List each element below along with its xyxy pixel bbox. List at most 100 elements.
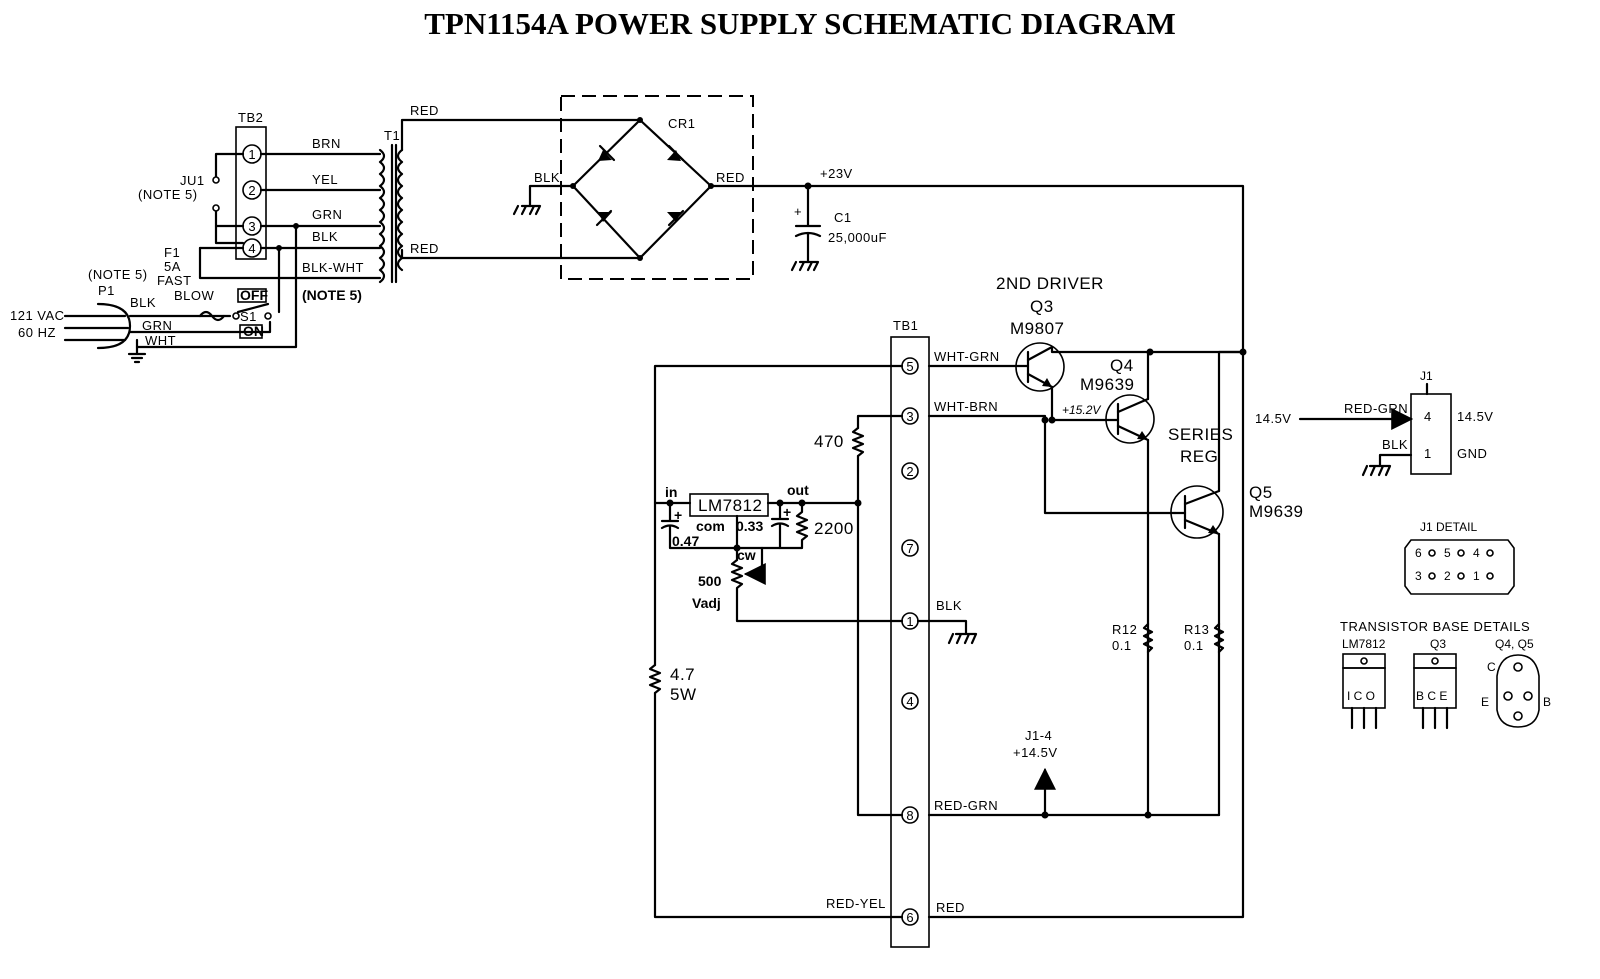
ground-symbol: [512, 204, 542, 216]
q5-part: M9639: [1249, 502, 1303, 521]
r-load-value: 4.7: [670, 665, 695, 684]
tb1-wire-blk: BLK: [936, 598, 962, 613]
j1-detail-pin-5: 5: [1444, 546, 1451, 560]
rectifier-left-wire: BLK: [534, 170, 560, 185]
svg-text:4: 4: [248, 241, 255, 256]
tb1-pin-8: 8: [901, 806, 919, 824]
wire-blk-wht: [198, 246, 382, 280]
page-title: TPN1154A POWER SUPPLY SCHEMATIC DIAGRAM: [424, 6, 1176, 41]
cap-in-plus: +: [674, 507, 682, 523]
cap-in-value: 0.47: [672, 533, 699, 549]
plug-note: (NOTE 5): [88, 267, 148, 282]
pot-label: Vadj: [692, 595, 721, 611]
j1-detail-pin-4: 4: [1473, 546, 1480, 560]
transformer-top-wire: RED: [410, 103, 439, 118]
jumper-label: JU1: [180, 173, 205, 188]
tb1-pin-2: 2: [901, 462, 919, 480]
resistor-4-7: [648, 663, 662, 695]
svg-text:2: 2: [248, 183, 255, 198]
transformer-label: T1: [384, 128, 400, 143]
wire-red-return: [927, 350, 1245, 919]
capacitor-name: C1: [834, 210, 852, 225]
base-lm7812-pins: I C O: [1347, 689, 1375, 703]
base-lm7812-package: [1342, 653, 1386, 730]
resistor-r13: [1213, 622, 1225, 654]
r-out-value: 2200: [814, 519, 854, 538]
fuse-f1: [198, 310, 226, 322]
tb2-terminal-board: [235, 126, 267, 260]
transformer-bottom-wire: RED: [410, 241, 439, 256]
base-q3-package: [1413, 653, 1457, 730]
svg-text:8: 8: [906, 808, 913, 823]
q4-voltage: +15.2V: [1062, 403, 1101, 417]
j1-name: J1: [1420, 369, 1433, 383]
bridge-rectifier-cr1: [512, 95, 754, 280]
svg-text:3: 3: [248, 219, 255, 234]
svg-text:3: 3: [906, 409, 913, 424]
base-q45-c: C: [1487, 660, 1496, 674]
transistor-q4: [1050, 350, 1155, 817]
tb1-wire-wht-grn: WHT-GRN: [934, 349, 1000, 364]
q3-part: M9807: [1010, 319, 1064, 338]
tb1-pin-1: 1: [901, 612, 919, 630]
supply-voltage: +23V: [820, 166, 853, 181]
wire-label-yel: YEL: [312, 172, 338, 187]
connector-j1: 4 1: [1298, 382, 1452, 477]
tb2-pin-4: 4: [242, 238, 262, 258]
pot-cw: cw: [737, 547, 756, 563]
plug-label: P1: [98, 283, 115, 298]
svg-text:4: 4: [906, 694, 913, 709]
wire-label-in-grn: GRN: [142, 318, 172, 333]
input-frequency: 60 HZ: [18, 325, 56, 340]
jumper-ju1: [212, 152, 245, 245]
tb1-pin-7: 7: [901, 539, 919, 557]
q5-role-2: REG: [1180, 447, 1218, 466]
q4-part: M9639: [1080, 375, 1134, 394]
q5-role-1: SERIES: [1168, 425, 1233, 444]
bus-plus-23v: [709, 184, 1245, 354]
wire-label-in-wht: WHT: [145, 333, 176, 348]
fuse-type-2: BLOW: [174, 288, 215, 303]
j1-detail-pin-2: 2: [1444, 569, 1451, 583]
regulator-out: out: [787, 482, 809, 498]
tb1-pin-5: 5: [901, 357, 919, 375]
j1-wire-blk: BLK: [1382, 437, 1408, 452]
base-q3-pins: B C E: [1416, 689, 1447, 703]
switch-on-label: ON: [243, 323, 264, 339]
regulator-com: com: [696, 518, 725, 534]
resistor-470: [851, 426, 865, 458]
capacitor-value: 25,000uF: [828, 230, 887, 245]
regulator-in: in: [665, 484, 677, 500]
j1-out-14-5v: 14.5V: [1457, 409, 1493, 424]
j1-detail-pin-3: 3: [1415, 569, 1422, 583]
tb1-pin-6: 6: [901, 908, 919, 926]
resistor-2200: [735, 501, 809, 550]
jumper-note: (NOTE 5): [138, 187, 198, 202]
tb1-wire-red-grn: RED-GRN: [934, 798, 998, 813]
base-q45-name: Q4, Q5: [1495, 637, 1534, 651]
capacitor-c1: [790, 184, 822, 272]
base-q45-e: E: [1481, 695, 1489, 709]
j1-out-gnd: GND: [1457, 446, 1487, 461]
input-voltage: 121 VAC: [10, 308, 65, 323]
q3-role: 2ND DRIVER: [996, 274, 1104, 293]
fuse-name: F1: [164, 245, 180, 260]
tb1-pin-3: 3: [901, 407, 919, 425]
transformer-t1: [378, 118, 642, 284]
r12-value: 0.1: [1112, 638, 1132, 653]
svg-text:1: 1: [906, 614, 913, 629]
base-q3-name: Q3: [1430, 637, 1446, 651]
resistor-r12: [1142, 622, 1154, 654]
tb1-wire-wht-brn: WHT-BRN: [934, 399, 998, 414]
base-q45-b: B: [1543, 695, 1551, 709]
base-lm7812-name: LM7812: [1342, 637, 1386, 651]
transistor-q3: [927, 342, 1245, 422]
tb1-wire-red: RED: [936, 900, 965, 915]
svg-text:1: 1: [248, 147, 255, 162]
j1-detail-title: J1 DETAIL: [1420, 520, 1477, 534]
tb2-note: (NOTE 5): [302, 287, 362, 303]
wire-label-brn: BRN: [312, 136, 341, 151]
r-load-power: 5W: [670, 685, 697, 704]
base-details-title: TRANSISTOR BASE DETAILS: [1340, 619, 1530, 634]
